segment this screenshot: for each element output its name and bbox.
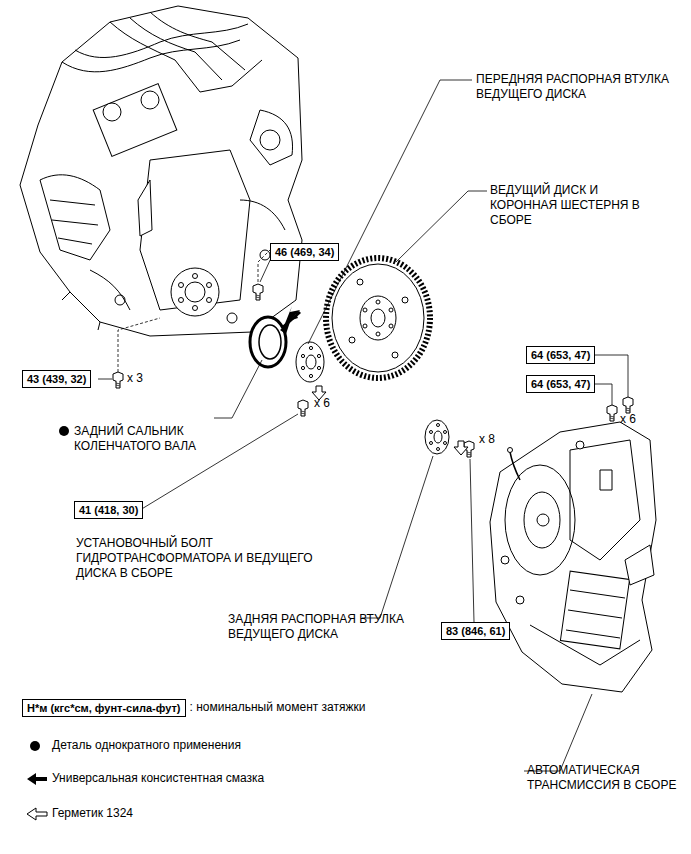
torque-box: 83 (846, 61): [441, 622, 510, 640]
legend-text: : номинальный момент затяжки: [190, 700, 366, 715]
legend-text: Герметик 1324: [52, 806, 133, 821]
part-name: ВЕДУЩИЙ ДИСК И КОРОННАЯ ШЕСТЕРНЯ В СБОРЕ: [490, 183, 650, 228]
front-spacer-disc: [296, 342, 324, 382]
sealant-arrows: [312, 386, 468, 455]
quantity-label: x 3: [127, 371, 143, 386]
quantity-label: x 6: [620, 412, 636, 427]
part-name: АВТОМАТИЧЕСКАЯ ТРАНСМИССИЯ В СБОРЕ: [527, 763, 682, 793]
torque-value: 83 (846, 61): [446, 625, 505, 637]
torque-box: 64 (653, 47): [526, 346, 595, 364]
crankshaft-oil-seal: [250, 306, 300, 367]
torque-value: Н*м (кгс*см, фунт-сила-фут): [27, 702, 181, 714]
single-use-mark: [59, 426, 69, 436]
part-name: УСТАНОВОЧНЫЙ БОЛТ ГИДРОТРАНСФОРМАТОРА И …: [76, 536, 341, 581]
legend-text: Деталь однократного применения: [52, 738, 241, 753]
quantity-label: x 6: [314, 396, 330, 411]
torque-value: 46 (469, 34): [275, 246, 334, 258]
torque-box: 41 (418, 30): [74, 501, 143, 519]
bolts: [113, 284, 633, 457]
torque-value: 64 (653, 47): [531, 349, 590, 361]
torque-box: 64 (653, 47): [526, 375, 595, 393]
engine-illustration: [20, 6, 302, 336]
legend-text: Универсальная консистентная смазка: [52, 771, 264, 786]
quantity-label: x 8: [479, 432, 495, 447]
torque-value: 43 (439, 32): [27, 373, 86, 385]
part-name: ПЕРЕДНЯЯ РАСПОРНАЯ ВТУЛКА ВЕДУЩЕГО ДИСКА: [476, 72, 676, 102]
dashed-assembly-lines: [118, 250, 270, 372]
torque-value: 64 (653, 47): [531, 378, 590, 390]
legend-torque-box: Н*м (кгс*см, фунт-сила-фут): [22, 699, 186, 717]
legend-symbols: [27, 426, 69, 820]
transmission-illustration: [490, 422, 656, 692]
part-name: ЗАДНЯЯ РАСПОРНАЯ ВТУЛКА ВЕДУЩЕГО ДИСКА: [228, 612, 418, 642]
torque-value: 41 (418, 30): [79, 504, 138, 516]
part-name: ЗАДНИЙ САЛЬНИК КОЛЕНЧАТОГО ВАЛА: [74, 424, 224, 454]
rear-spacer-disc: [425, 420, 449, 454]
torque-box: 43 (439, 32): [22, 370, 91, 388]
torque-box: 46 (469, 34): [270, 243, 339, 261]
